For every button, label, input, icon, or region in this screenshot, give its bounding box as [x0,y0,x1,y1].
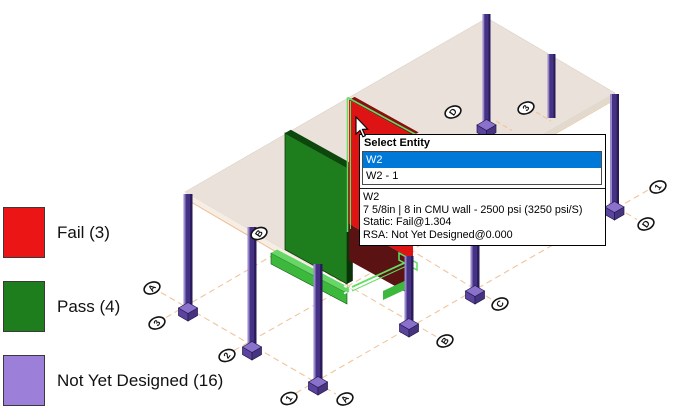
svg-text:C: C [494,298,506,309]
grid-bubbles: A A B B C D D 1 1 2 3 3 [143,101,667,406]
mouse-cursor [355,115,369,138]
wall-pass-top [285,129,353,168]
popup-separator [360,188,605,189]
column[interactable] [404,256,414,322]
grid-bubble-A: A [143,281,161,295]
entity-name: W2 [363,191,380,203]
select-entity-popup: Select Entity W2 W2 - 1 W2 7 5/8in | 8 i… [359,134,606,247]
footing[interactable] [399,318,419,338]
grid-bubble-1: 1 [280,391,298,406]
column[interactable] [313,264,323,380]
grid-bubble-D: D [637,217,655,231]
footing[interactable] [604,201,625,221]
grid-bubble-2: 2 [218,348,236,363]
column[interactable] [183,194,193,306]
legend-swatch-fail [3,207,45,258]
grid-bubble-A: A [336,392,354,406]
svg-text:A: A [146,282,158,293]
svg-text:1: 1 [652,182,663,192]
entity-static-result: Static: Fail@1.304 [363,216,452,229]
svg-text:3: 3 [151,318,162,328]
columns-back[interactable] [178,14,625,361]
column-above-slab[interactable] [482,14,491,122]
legend-label-not-yet-designed: Not Yet Designed (16) [57,371,224,390]
entity-listbox[interactable]: W2 W2 - 1 [362,151,602,185]
selection-outline [346,96,419,292]
grid-bubble-1: 1 [649,180,667,194]
svg-text:2: 2 [221,351,232,361]
svg-text:A: A [339,393,351,404]
svg-text:3: 3 [520,103,531,113]
popup-title: Select Entity [364,137,431,149]
legend-swatch-not-yet-designed [3,355,45,406]
legend-label-fail: Fail (3) [57,223,110,242]
column[interactable] [610,94,619,205]
legend-swatch-pass [3,281,45,332]
svg-text:1: 1 [283,394,294,404]
column[interactable] [470,246,480,289]
grid-bubble-B: B [250,226,268,241]
entity-option-selected[interactable]: W2 [363,152,601,168]
legend-label-pass: Pass (4) [57,297,121,316]
footing[interactable] [178,302,198,322]
grid-bubble-3: 3 [148,316,166,330]
entity-option[interactable]: W2 - 1 [366,170,399,182]
grid-bubble-C: C [491,297,509,311]
grid-bubble-3: 3 [517,101,535,115]
columns-front[interactable] [308,246,485,396]
grid-bubble-D: D [444,105,462,119]
svg-text:D: D [640,218,652,229]
entity-rsa-result: RSA: Not Yet Designed@0.000 [363,228,513,241]
grid-bubble-B: B [436,334,454,348]
entity-details: W2 7 5/8in | 8 in CMU wall - 2500 psi (3… [360,189,605,245]
wall-footing-pass-top [271,249,353,293]
column-above-slab[interactable] [547,54,556,118]
entity-section: 7 5/8in | 8 in CMU wall - 2500 psi (3250… [363,203,583,216]
footing[interactable] [465,285,485,305]
svg-text:D: D [447,106,459,117]
svg-text:B: B [439,335,451,346]
column[interactable] [247,227,257,345]
svg-text:B: B [253,228,265,239]
